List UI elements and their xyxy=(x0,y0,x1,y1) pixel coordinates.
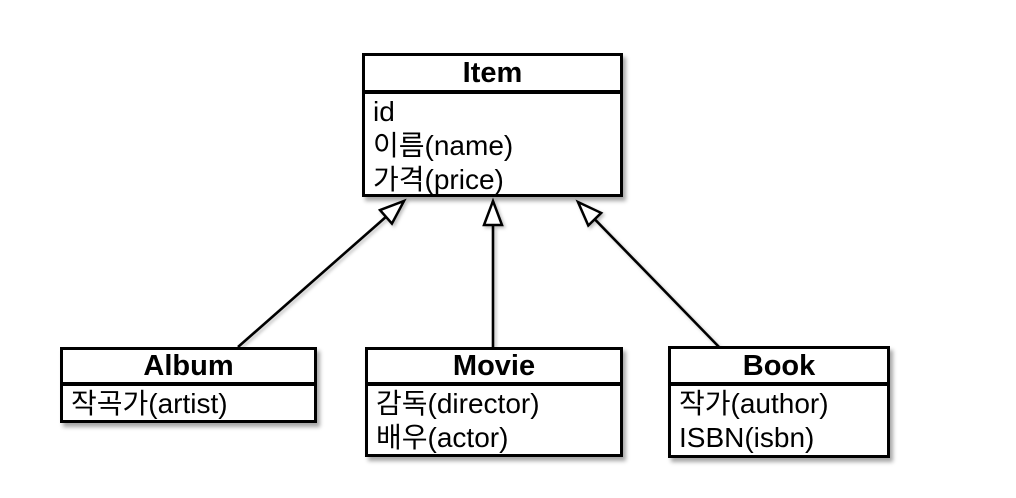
class-fields-album: 작곡가(artist) xyxy=(63,386,314,421)
field-price: 가격(price) xyxy=(373,164,504,195)
generalization-arrow-album-to-item xyxy=(237,198,407,348)
class-box-book: Book 작가(author) ISBN(isbn) xyxy=(668,346,890,458)
class-fields-book: 작가(author) ISBN(isbn) xyxy=(671,386,887,455)
class-title-movie: Movie xyxy=(368,350,620,386)
generalization-arrow-book-to-item xyxy=(575,199,721,349)
class-box-movie: Movie 감독(director) 배우(actor) xyxy=(365,347,623,457)
field-name: 이름(name) xyxy=(373,130,514,161)
class-title-book: Book xyxy=(671,349,887,386)
field-id: id xyxy=(373,96,395,127)
class-box-album: Album 작곡가(artist) xyxy=(60,347,317,423)
field-author: 작가(author) xyxy=(679,388,829,419)
field-actor: 배우(actor) xyxy=(376,422,509,453)
class-title-album: Album xyxy=(63,350,314,386)
field-director: 감독(director) xyxy=(376,388,540,419)
class-fields-item: id 이름(name) 가격(price) xyxy=(365,94,620,197)
field-artist: 작곡가(artist) xyxy=(71,388,228,419)
class-fields-movie: 감독(director) 배우(actor) xyxy=(368,386,620,455)
field-isbn: ISBN(isbn) xyxy=(679,422,815,453)
class-title-item: Item xyxy=(365,56,620,94)
class-box-item: Item id 이름(name) 가격(price) xyxy=(362,53,623,197)
